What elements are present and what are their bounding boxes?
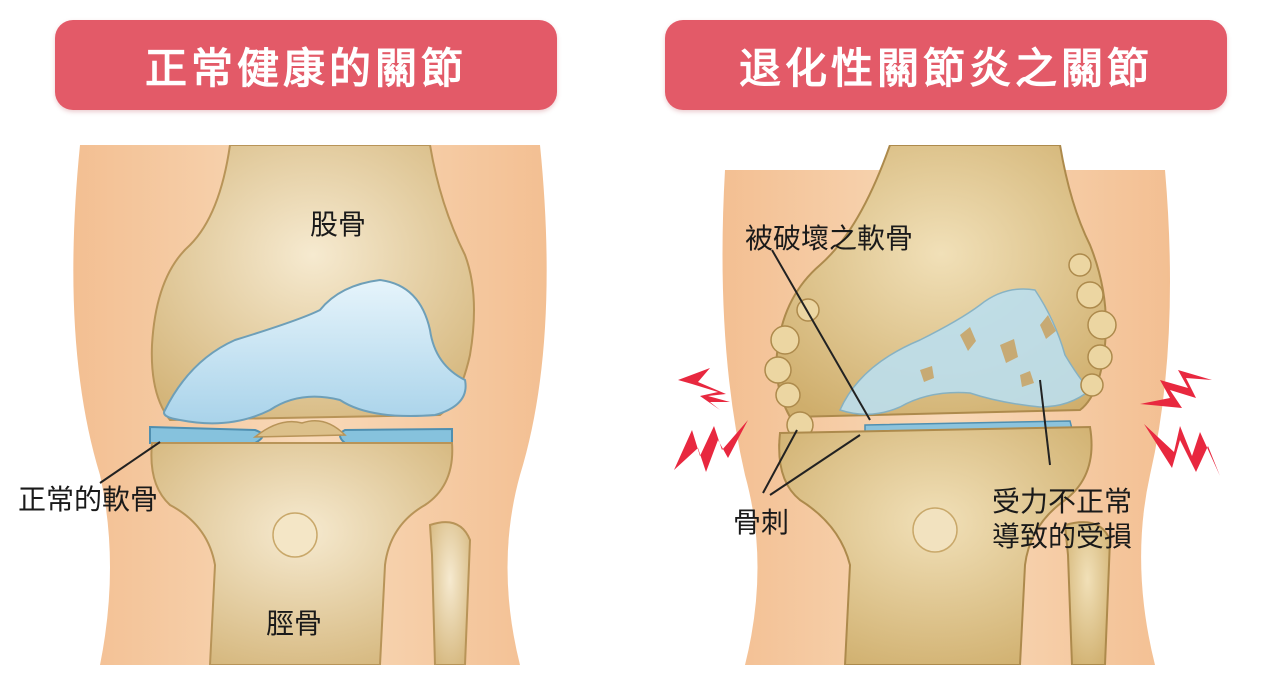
bone-spur-label: 骨刺 — [733, 506, 790, 539]
damaged-cartilage-label: 被破壞之軟骨 — [745, 222, 914, 255]
abnormal-force-leader-line — [1039, 379, 1051, 466]
bone-spur-leader-line-1 — [762, 429, 798, 494]
osteoarthritis-knee-illustration — [722, 145, 1170, 665]
osteoarthritis-joint-title-text: 退化性關節炎之關節 — [738, 43, 1153, 93]
abnormal-force-label-line1: 受力不正常 — [992, 485, 1133, 518]
pain-lightning-icon-left — [674, 368, 748, 472]
meniscus-left — [149, 425, 264, 444]
tibial-spine — [252, 420, 347, 438]
tibia-label: 脛骨 — [266, 607, 323, 640]
fibula-bone — [1063, 521, 1112, 665]
healthy-joint-title: 正常健康的關節 — [55, 20, 557, 110]
bone-spur-leader-line-2 — [769, 434, 861, 496]
meniscus-right — [339, 427, 453, 444]
abnormal-force-label-line2: 導致的受損 — [992, 520, 1133, 553]
healthy-joint-title-text: 正常健康的關節 — [144, 43, 467, 93]
damaged-cartilage-leader-line — [771, 249, 871, 421]
normal-cartilage-leader-line — [99, 441, 161, 484]
femur-label: 股骨 — [310, 208, 367, 241]
healthy-knee-illustration — [73, 145, 547, 665]
pain-lightning-icon-right — [1140, 370, 1220, 476]
fibula-bone — [428, 521, 472, 665]
femoral-cartilage — [163, 278, 467, 425]
normal-cartilage-label: 正常的軟骨 — [18, 483, 159, 516]
osteoarthritis-joint-title: 退化性關節炎之關節 — [665, 20, 1227, 110]
